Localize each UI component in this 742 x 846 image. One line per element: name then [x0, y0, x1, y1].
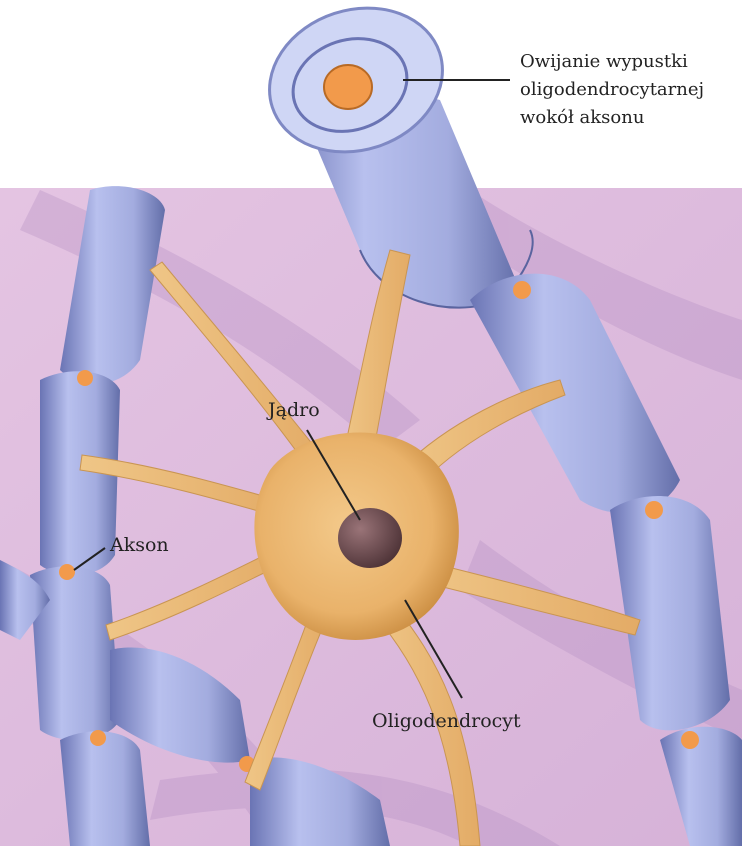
label-oligodendrocyte: Oligodendrocyt [372, 709, 521, 734]
label-nucleus: Jądro [268, 398, 320, 423]
label-myelin-wrap-line-1: Owijanie wypustki [520, 48, 704, 76]
axon-core [324, 65, 372, 109]
label-myelin-wrap-line-3: wokół aksonu [520, 104, 704, 132]
label-axon: Akson [110, 533, 169, 558]
label-myelin-wrap: Owijanie wypustki oligodendrocytarnej wo… [520, 48, 704, 132]
label-myelin-wrap-line-2: oligodendrocytarnej [520, 76, 704, 104]
nucleus [338, 508, 402, 568]
